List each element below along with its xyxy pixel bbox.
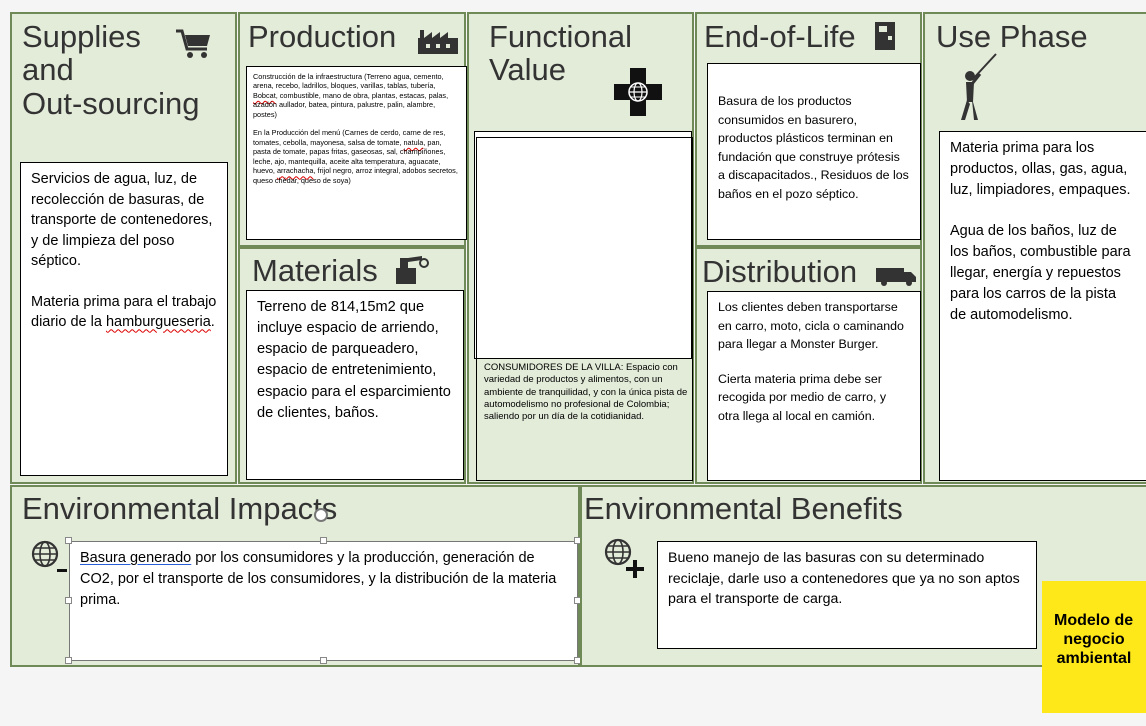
use-phase-paragraph-2: Agua de los baños, luz de los baños, com… xyxy=(950,223,1131,324)
supplies-p2-misspelled: hamburgueseria xyxy=(105,314,211,331)
materials-paragraph: Terreno de 814,15m2 que incluye espacio … xyxy=(257,299,451,421)
shopping-cart-icon xyxy=(174,25,214,61)
materials-title: Materials xyxy=(252,253,378,288)
production-p1-text: Construcción de la infraestructura (Terr… xyxy=(253,72,444,91)
impacts-title: Environmental Impacts xyxy=(22,491,338,526)
supplies-paragraph-1: Servicios de agua, luz, de recolección d… xyxy=(31,171,213,270)
functional-text: CONSUMIDORES DE LA VILLA: Espacio con va… xyxy=(484,362,689,424)
production-p1-end: , combustible, mano de obra, plantas, es… xyxy=(253,90,449,119)
supplies-p2-end: . xyxy=(210,314,215,331)
impacts-text: por los consumidores y la producción, ge… xyxy=(80,550,557,609)
benefits-text-box[interactable]: Bueno manejo de las basuras con su deter… xyxy=(657,541,1037,649)
resize-handle[interactable] xyxy=(65,597,72,604)
production-paragraph-2: En la Producción del menú (Carnes de cer… xyxy=(253,128,460,185)
resize-handle[interactable] xyxy=(320,537,327,544)
end-of-life-title: End-of-Life xyxy=(704,19,856,54)
end-of-life-text-box[interactable]: Basura de los productos consumidos en ba… xyxy=(707,63,921,240)
sticky-note-line: ambiental xyxy=(1056,650,1132,668)
supplies-title-line: Out-sourcing xyxy=(22,85,200,121)
functional-title: Functional Value xyxy=(489,20,632,87)
supplies-p2-text: Materia prima para el trabajo diario de … xyxy=(31,293,217,331)
functional-title-line: Value xyxy=(489,52,566,88)
impacts-text-box[interactable]: Basura generado por los consumidores y l… xyxy=(69,541,578,661)
supplies-paragraph-2: Materia prima para el trabajo diario de … xyxy=(31,292,217,333)
production-p2-misspelled: arrachacha xyxy=(276,166,314,176)
materials-icon xyxy=(396,254,430,284)
benefits-paragraph: Bueno manejo de las basuras con su deter… xyxy=(668,550,1020,608)
use-phase-title: Use Phase xyxy=(936,19,1088,54)
globe-minus-icon xyxy=(31,540,69,576)
functional-paragraph: CONSUMIDORES DE LA VILLA: Espacio con va… xyxy=(484,362,688,423)
supplies-title-line: Supplies xyxy=(22,19,141,54)
functional-empty-box[interactable] xyxy=(474,131,692,359)
production-p1-misspelled: Bobcat xyxy=(253,90,276,100)
supplies-title-line: and xyxy=(22,52,74,88)
distribution-paragraph-2: Cierta materia prima debe ser recogida p… xyxy=(718,371,887,424)
distribution-title: Distribution xyxy=(702,254,858,289)
rotate-handle[interactable] xyxy=(314,508,328,522)
end-of-life-paragraph: Basura de los productos consumidos en ba… xyxy=(718,94,909,202)
materials-text-box[interactable]: Terreno de 814,15m2 que incluye espacio … xyxy=(246,290,464,480)
sticky-note[interactable]: Modelo de negocio ambiental xyxy=(1042,581,1146,713)
sticky-note-line: Modelo de xyxy=(1054,612,1134,629)
resize-handle[interactable] xyxy=(320,657,327,664)
benefits-title: Environmental Benefits xyxy=(584,491,903,526)
use-phase-paragraph-1: Materia prima para los productos, ollas,… xyxy=(950,140,1131,199)
truck-icon xyxy=(876,266,916,286)
production-text-box[interactable]: Construcción de la infraestructura (Terr… xyxy=(246,66,467,240)
person-pointing-icon xyxy=(956,52,1000,122)
production-paragraph-1: Construcción de la infraestructura (Terr… xyxy=(253,72,460,119)
production-title: Production xyxy=(248,19,397,54)
supplies-title: Supplies and Out-sourcing xyxy=(22,19,200,121)
use-phase-text-box[interactable]: Materia prima para los productos, ollas,… xyxy=(939,131,1146,481)
production-p2-misspelled: natula xyxy=(403,137,424,147)
globe-plus-icon xyxy=(614,68,662,116)
supplies-text-box[interactable]: Servicios de agua, luz, de recolección d… xyxy=(20,162,228,476)
production-p2-text: , pan, pasta de tomate, papas fritas, ga… xyxy=(253,137,446,176)
impacts-paragraph: Basura generado por los consumidores y l… xyxy=(80,548,567,611)
functional-title-line: Functional xyxy=(489,19,633,54)
distribution-paragraph-1: Los clientes deben transportarse en carr… xyxy=(718,300,904,352)
resize-handle[interactable] xyxy=(65,657,72,664)
resize-handle[interactable] xyxy=(65,537,72,544)
globe-plus-icon xyxy=(604,538,646,580)
trash-bin-icon xyxy=(874,22,896,50)
sticky-note-line: negocio xyxy=(1063,631,1125,649)
distribution-text-box[interactable]: Los clientes deben transportarse en carr… xyxy=(707,291,921,481)
factory-icon xyxy=(418,28,458,54)
functional-text-box[interactable] xyxy=(476,137,693,481)
production-p2-end: , frijol negro, arroz integral, adobos s… xyxy=(253,166,458,185)
impacts-linked-text: Basura generado xyxy=(80,550,192,566)
production-p2-text: En la Producción del menú (Carnes de cer… xyxy=(253,128,446,147)
